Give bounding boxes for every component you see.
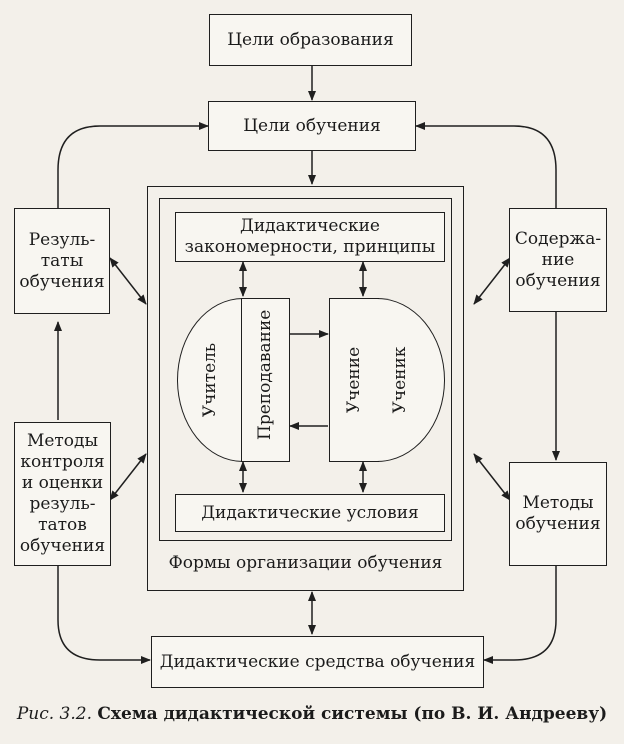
forms-outer-frame <box>147 186 464 591</box>
figure-number: Рис. 3.2. <box>16 704 92 724</box>
regularities-box: Дидактические закономерности, принципы <box>175 212 445 262</box>
control-methods-label: Методы контроля и оценки резуль- татов о… <box>19 431 106 556</box>
goals-learning-label: Цели обучения <box>243 115 381 136</box>
content-label: Содержа- ние обучения <box>514 228 602 291</box>
teaching-box <box>241 298 290 462</box>
regularities-label: Дидактические закономерности, принципы <box>184 216 436 257</box>
teacher-label: Учитель <box>200 342 220 418</box>
means-box: Дидактические средства обучения <box>151 636 484 688</box>
conditions-box: Дидактические условия <box>175 494 445 532</box>
results-box: Резуль- таты обучения <box>14 208 110 314</box>
goals-education-label: Цели образования <box>227 29 394 50</box>
goals-education-box: Цели образования <box>209 14 412 66</box>
forms-inner-frame <box>159 198 452 541</box>
control-methods-box: Методы контроля и оценки резуль- татов о… <box>14 422 111 566</box>
goals-learning-box: Цели обучения <box>208 101 416 151</box>
teaching-methods-label: Методы обучения <box>515 493 601 534</box>
forms-label: Формы организации обучения <box>168 553 443 573</box>
figure-title: Схема дидактической системы (по В. И. Ан… <box>97 704 608 724</box>
teaching-label: Преподавание <box>255 309 275 440</box>
figure-caption: Рис. 3.2. Схема дидактической системы (п… <box>0 704 624 724</box>
results-label: Резуль- таты обучения <box>19 229 105 292</box>
conditions-label: Дидактические условия <box>201 502 419 523</box>
means-label: Дидактические средства обучения <box>159 651 476 672</box>
teaching-methods-box: Методы обучения <box>509 462 607 566</box>
content-box: Содержа- ние обучения <box>509 208 607 312</box>
learning-label: Учение <box>344 346 364 414</box>
student-label: Ученик <box>390 346 410 414</box>
